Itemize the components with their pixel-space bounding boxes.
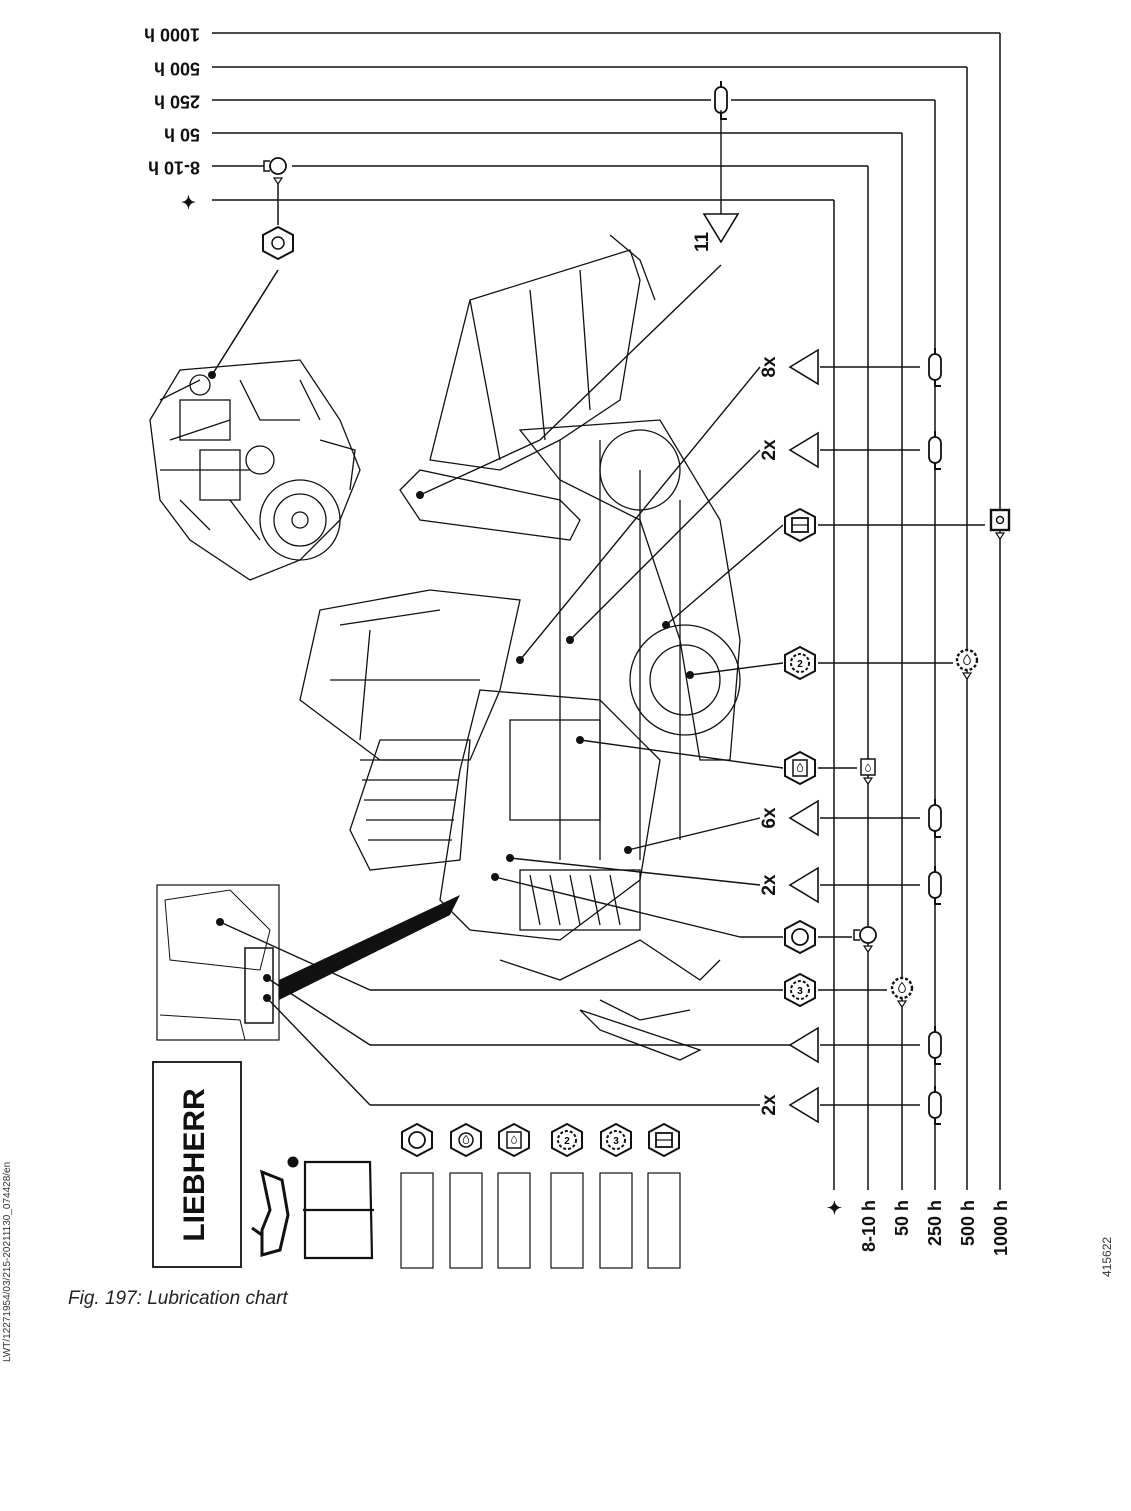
svg-text:3: 3	[797, 986, 803, 997]
interval-label-bottom-asneeded: ✦	[825, 1200, 845, 1215]
legend-gear-oil-3: 3	[600, 1123, 632, 1157]
interval-label-top-50h: 50 h	[164, 124, 200, 144]
interval-header	[212, 32, 1001, 1190]
multiplier-label-6x: 6x	[759, 807, 780, 829]
interval-label-top-500h: 500 h	[154, 58, 200, 78]
multiplier-label-2x-track: 2x	[759, 439, 780, 461]
lube-point-triangle-2x-rear	[789, 867, 819, 903]
gear-oil-check-icon	[890, 976, 914, 1009]
oil-can-icon	[251, 1156, 299, 1257]
legend-gear-oil-3-box	[599, 1172, 633, 1269]
engine-illustration	[149, 359, 361, 581]
engine-oil-hex-icon-row	[784, 920, 816, 954]
gear-oil-3-hex-icon: 3	[784, 973, 816, 1007]
grease-gun-icon-2x-track	[928, 430, 942, 470]
grease-gun-icon-single	[928, 1025, 942, 1065]
engine-oil-level-icon	[853, 926, 877, 954]
grease-gun-icon-2x-rear	[928, 865, 942, 905]
legend-table: 2 3	[400, 1123, 681, 1269]
legend-hydraulic-oil	[498, 1123, 530, 1157]
grease-gun-icon-6x	[928, 798, 942, 838]
figure-caption: Fig. 197: Lubrication chart	[68, 1288, 288, 1309]
legend-engine-oil-box	[400, 1172, 434, 1269]
interval-label-top-asneeded: ✦	[181, 191, 196, 211]
svg-text:2: 2	[564, 1136, 570, 1147]
legend-fuel-box	[449, 1172, 483, 1269]
interval-label-top-250h: 250 h	[154, 91, 200, 111]
svg-text:3: 3	[613, 1136, 619, 1147]
legend-hydraulic-oil-box	[497, 1172, 531, 1269]
lube-point-triangle-2x-track	[789, 432, 819, 468]
engine-oil-hex-icon	[262, 226, 294, 260]
multiplier-label-11: 11	[692, 232, 713, 253]
multiplier-label-2x-rear: 2x	[759, 874, 780, 896]
grease-gun-icon-8x	[928, 347, 942, 387]
grease-gun-icon-2x-bottom	[928, 1085, 942, 1125]
lube-point-triangle-2x-bottom	[789, 1087, 819, 1123]
fuel-tank-icon	[303, 1160, 374, 1260]
hydraulic-oil-hex-icon	[784, 751, 816, 785]
lube-point-triangle-single	[789, 1027, 819, 1063]
interval-label-bottom-50h: 50 h	[892, 1200, 912, 1236]
multiplier-label-2x-bottom: 2x	[759, 1094, 780, 1116]
gear-oil-change-icon	[955, 648, 979, 681]
leader-lines	[219, 110, 985, 1106]
interval-label-bottom-8-10h: 8-10 h	[859, 1200, 879, 1252]
svg-text:2: 2	[797, 659, 803, 670]
liebherr-logo: LIEBHERR	[178, 1088, 211, 1242]
hydraulic-oil-check-icon	[860, 758, 876, 786]
document-code: LWT/12271954/03/215-20211130_074428/en	[2, 1161, 13, 1362]
brand-box: LIEBHERR	[152, 1061, 242, 1268]
engine-oil-check-icon	[263, 157, 287, 186]
interval-label-bottom-1000h: 1000 h	[991, 1200, 1011, 1256]
drawing-number: 415622	[1100, 1236, 1114, 1277]
dozer-illustration	[299, 234, 741, 1061]
filter-change-icon	[989, 508, 1011, 541]
legend-gear-oil-2-box	[550, 1172, 584, 1269]
filter-hex-icon	[784, 508, 816, 542]
interval-label-top-1000h: 1000 h	[144, 24, 200, 44]
legend-fuel	[450, 1123, 482, 1157]
legend-filter	[648, 1123, 680, 1157]
interval-label-top-8-10h: 8-10 h	[148, 157, 200, 177]
multiplier-label-8x: 8x	[759, 356, 780, 378]
lube-point-triangle-6x	[789, 800, 819, 836]
interval-label-bottom-250h: 250 h	[925, 1200, 945, 1246]
interval-label-bottom-500h: 500 h	[958, 1200, 978, 1246]
legend-gear-oil-2: 2	[551, 1123, 583, 1157]
legend-engine-oil	[401, 1123, 433, 1157]
detail-inset	[156, 884, 460, 1041]
legend-filter-box	[647, 1172, 681, 1269]
lube-point-triangle-8x	[789, 349, 819, 385]
gear-oil-2-hex-icon: 2	[784, 646, 816, 680]
